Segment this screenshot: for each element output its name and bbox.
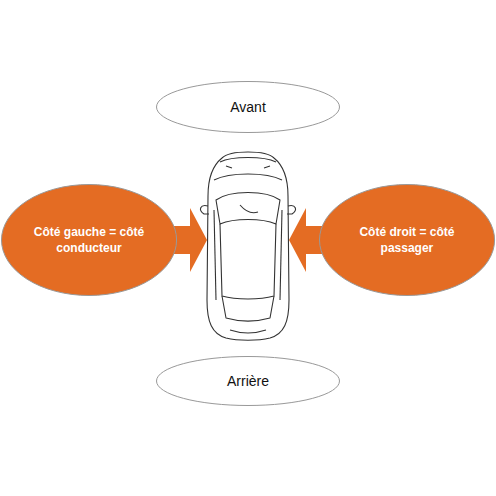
front-ellipse: Avant: [156, 81, 340, 133]
side-label: Côté droit = côté passager: [351, 224, 463, 256]
rear-ellipse: Arrière: [156, 356, 340, 406]
right-side-ellipse: Côté droit = côté passager: [319, 184, 495, 296]
side-label: Côté gauche = côté conducteur: [33, 224, 145, 256]
car-top-view: [201, 152, 296, 340]
ellipse-outline: [319, 184, 495, 296]
ellipse-outline: [1, 184, 177, 296]
side-label: Arrière: [227, 372, 269, 391]
left-side-ellipse: Côté gauche = côté conducteur: [1, 184, 177, 296]
side-label: Avant: [230, 98, 266, 117]
